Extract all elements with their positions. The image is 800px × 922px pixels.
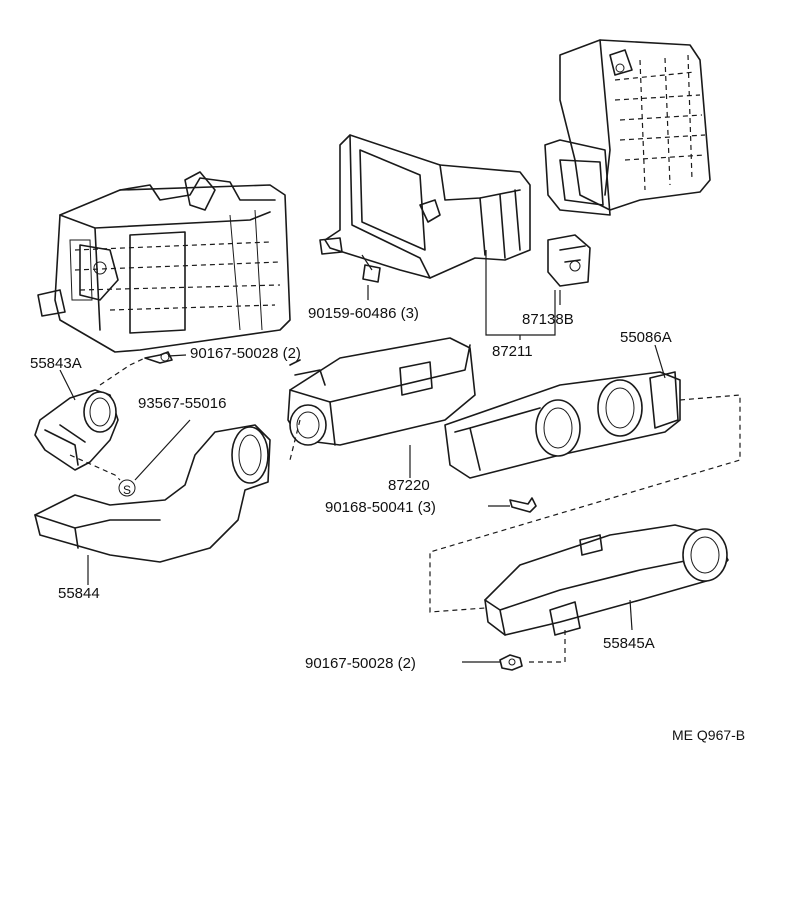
- label-55843a: 55843A: [30, 355, 82, 372]
- label-93567: 93567-55016: [138, 395, 226, 412]
- label-87220: 87220: [388, 477, 430, 494]
- label-55844: 55844: [58, 585, 100, 602]
- duct-55843a: [34, 389, 119, 471]
- bolt-90167-top: [144, 351, 173, 364]
- duct-55086a: [444, 371, 681, 479]
- heater-unit-assembly: [37, 171, 291, 353]
- duct-55844: [34, 424, 271, 563]
- duct-55845a: [484, 524, 729, 636]
- leader-lines: [59, 250, 666, 663]
- part-labels: 55843A 90167-50028 (2) 93567-55016 55844…: [30, 305, 745, 743]
- label-87211: 87211: [492, 343, 533, 360]
- label-55845a: 55845A: [603, 635, 655, 652]
- label-90159: 90159-60486 (3): [308, 305, 419, 322]
- air-duct-upper: [544, 39, 711, 216]
- special-symbol-s: S: [118, 479, 136, 497]
- label-55086a: 55086A: [620, 329, 672, 346]
- bolt-90167-bottom: [499, 654, 523, 671]
- label-90167-bottom: 90167-50028 (2): [305, 655, 416, 672]
- blower-motor-87220: [287, 337, 476, 446]
- assembly-dashed-lines: [69, 357, 741, 663]
- symbol-s-label: S: [123, 483, 131, 497]
- label-90168: 90168-50041 (3): [325, 499, 436, 516]
- bolt-90168: [509, 497, 537, 513]
- reference-code: ME Q967-B: [672, 727, 745, 743]
- blower-case-87211: [319, 134, 531, 283]
- label-90167-top: 90167-50028 (2): [190, 345, 301, 362]
- label-87138b: 87138B: [522, 311, 574, 328]
- resistor-87138b: [547, 234, 591, 287]
